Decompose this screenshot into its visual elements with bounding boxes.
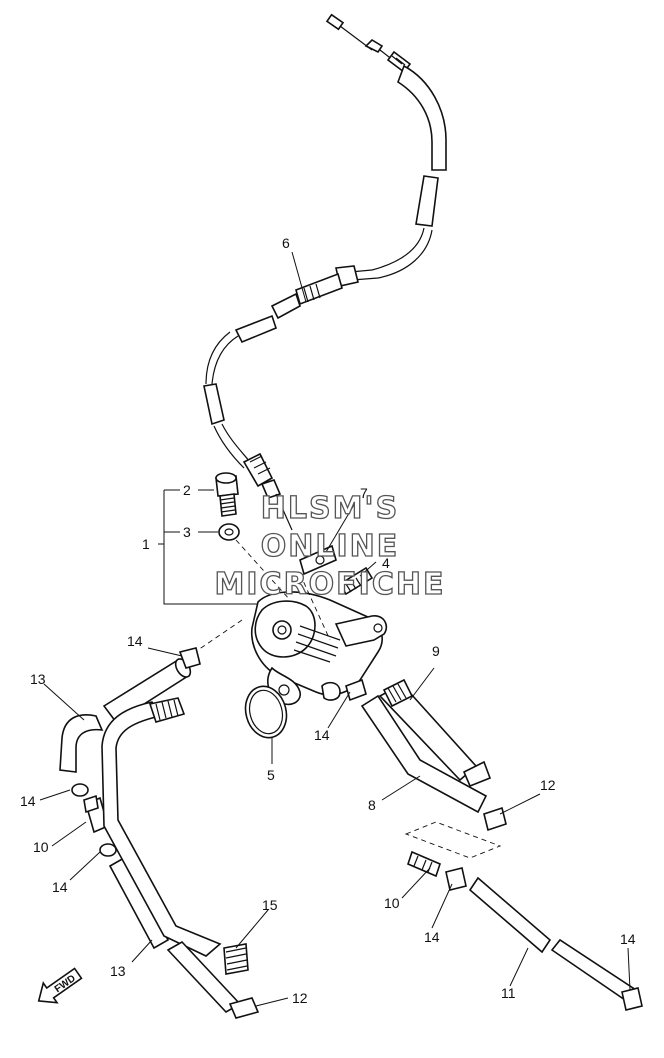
callout-12-bottom: 12 xyxy=(292,990,308,1006)
watermark-line-3: MICROFICHE xyxy=(215,567,446,602)
callout-12-right: 12 xyxy=(540,777,556,793)
callout-8-right: 8 xyxy=(368,797,376,813)
watermark-line-2: ONLINE xyxy=(261,529,400,564)
throttle-cable xyxy=(203,13,447,531)
callout-10-right: 10 xyxy=(384,895,400,911)
callout-9: 9 xyxy=(432,643,440,659)
callout-2: 2 xyxy=(183,482,191,498)
callout-labels: 1 2 3 4 5 6 7 8 9 10 10 11 12 12 13 13 1… xyxy=(20,235,636,1006)
callout-14-left-lower: 14 xyxy=(52,879,68,895)
callout-1: 1 xyxy=(142,536,150,552)
callout-13-bottom: 13 xyxy=(110,963,126,979)
callout-11: 11 xyxy=(501,985,516,1001)
fwd-arrow-icon: FWD xyxy=(37,967,83,1004)
left-hoses xyxy=(59,647,260,1019)
callout-14-bottom-right: 14 xyxy=(620,931,636,947)
watermark-line-1: HLSM'S xyxy=(261,491,399,526)
callout-14-upper: 14 xyxy=(127,633,143,649)
callout-5: 5 xyxy=(267,767,275,783)
callout-6: 6 xyxy=(282,235,290,251)
callout-3: 3 xyxy=(183,524,191,540)
callout-14-right: 14 xyxy=(424,929,440,945)
right-hoses xyxy=(345,678,643,1011)
callout-7: 7 xyxy=(360,485,368,501)
bolt-and-washer xyxy=(215,472,240,541)
o-ring xyxy=(244,685,288,739)
leader-lines xyxy=(39,251,631,1007)
oil-pump xyxy=(197,539,388,706)
callout-13-top: 13 xyxy=(30,671,46,687)
callout-10-left: 10 xyxy=(33,839,49,855)
callout-14-mid: 14 xyxy=(314,727,330,743)
callout-14-left: 14 xyxy=(20,793,36,809)
callout-4: 4 xyxy=(382,555,390,571)
watermark: HLSM'S ONLINE MICROFICHE xyxy=(214,490,446,602)
callout-15: 15 xyxy=(262,897,278,913)
